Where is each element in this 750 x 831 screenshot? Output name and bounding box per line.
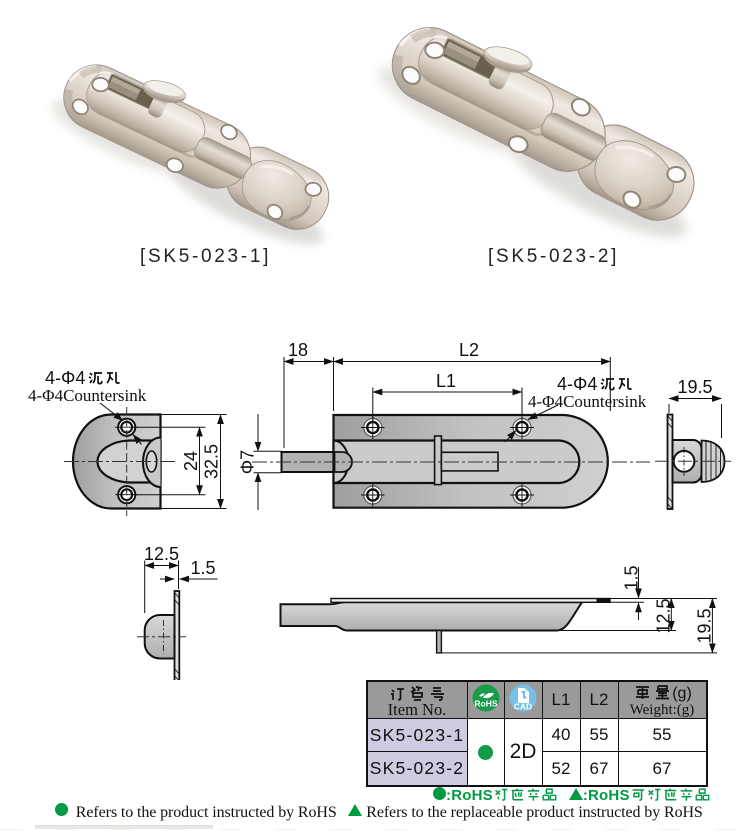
svg-text:RoHS: RoHS: [474, 698, 497, 708]
svg-text:1.5: 1.5: [190, 558, 215, 578]
svg-text:4-Φ4: 4-Φ4: [45, 368, 85, 388]
svg-text:1.5: 1.5: [622, 565, 642, 590]
svg-text:Φ7: Φ7: [238, 450, 258, 474]
svg-text:18: 18: [288, 340, 308, 360]
svg-text:L2: L2: [459, 340, 479, 360]
svg-text:12.5: 12.5: [654, 598, 674, 633]
svg-text:19.5: 19.5: [695, 608, 715, 643]
svg-text:CAD: CAD: [514, 701, 532, 711]
svg-text:12.5: 12.5: [144, 544, 179, 564]
svg-text:24: 24: [181, 451, 201, 471]
svg-text:L1: L1: [436, 371, 456, 391]
svg-text:19.5: 19.5: [677, 377, 712, 397]
svg-text:4-Φ4Countersink: 4-Φ4Countersink: [528, 392, 647, 411]
svg-text:32.5: 32.5: [202, 444, 222, 479]
svg-text:4-Φ4Countersink: 4-Φ4Countersink: [28, 386, 147, 405]
svg-text:4-Φ4: 4-Φ4: [557, 374, 597, 394]
